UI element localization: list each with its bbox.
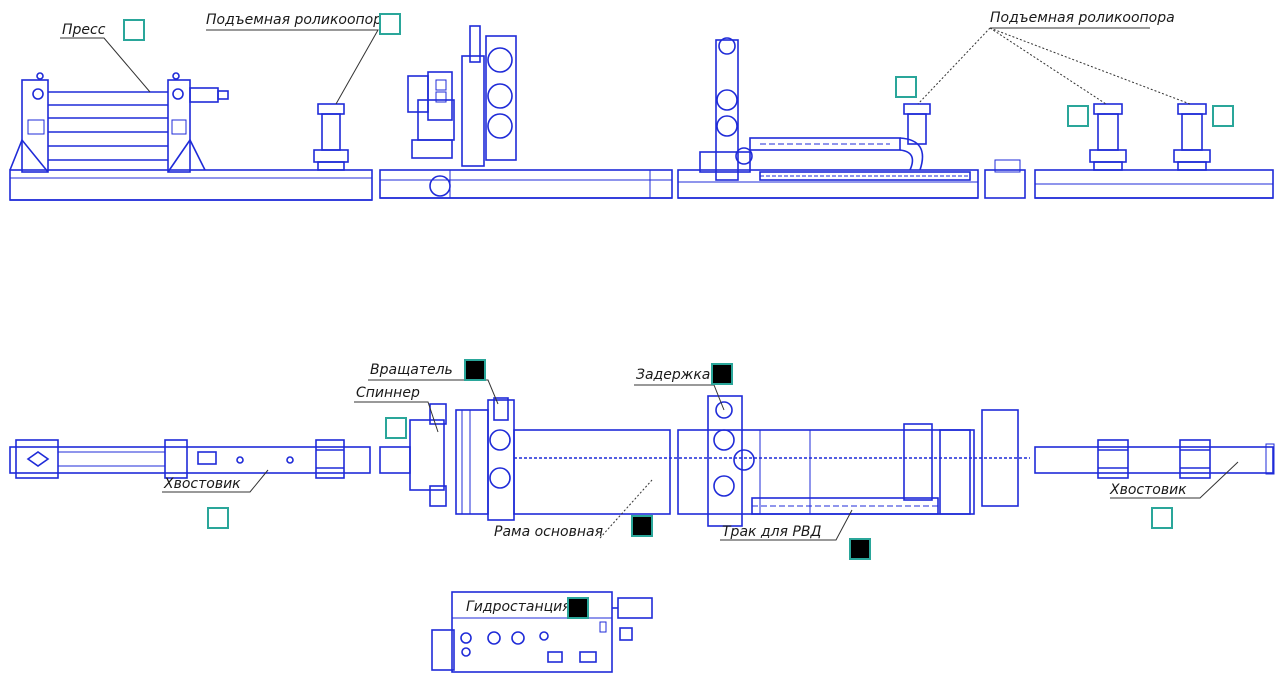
leader-spinner bbox=[354, 401, 439, 433]
tail-drawing-right bbox=[1034, 439, 1275, 479]
spinner-drawing bbox=[379, 403, 447, 507]
hose-track-drawing bbox=[751, 497, 939, 515]
marker-press[interactable] bbox=[123, 19, 145, 41]
leader-main-frame bbox=[599, 479, 653, 539]
status-markers bbox=[123, 13, 1234, 619]
leader-roller-right-c bbox=[989, 27, 1191, 105]
plan-view bbox=[9, 395, 1275, 673]
leader-tail-right bbox=[1110, 461, 1239, 499]
base-rail-segment-3 bbox=[677, 169, 979, 199]
hose-chain-side bbox=[749, 137, 971, 181]
leader-hose-track bbox=[720, 509, 853, 541]
leader-tail-left bbox=[162, 469, 269, 493]
delay-drawing bbox=[707, 395, 755, 527]
marker-hydraulic-station[interactable] bbox=[567, 597, 589, 619]
roller-support-drawing-1 bbox=[313, 103, 349, 171]
label-main-frame: Рама основная bbox=[494, 524, 603, 540]
marker-roller-support-3[interactable] bbox=[1067, 105, 1089, 127]
marker-tail-right[interactable] bbox=[1151, 507, 1173, 529]
label-delay: Задержка bbox=[636, 367, 710, 383]
leader-delay bbox=[634, 384, 725, 411]
rotator-drawing bbox=[455, 397, 515, 521]
leader-press bbox=[60, 37, 151, 93]
roller-support-drawing-3 bbox=[1089, 103, 1127, 171]
marker-rotator[interactable] bbox=[464, 359, 486, 381]
press-drawing bbox=[9, 72, 229, 173]
marker-tail-left[interactable] bbox=[207, 507, 229, 529]
marker-roller-support-2[interactable] bbox=[895, 76, 917, 98]
marker-hose-track[interactable] bbox=[849, 538, 871, 560]
marker-spinner[interactable] bbox=[385, 417, 407, 439]
leader-roller-left bbox=[206, 29, 379, 105]
label-tail-right: Хвостовик bbox=[1109, 482, 1187, 498]
marker-roller-support-1[interactable] bbox=[379, 13, 401, 35]
tail-drawing-left bbox=[9, 439, 371, 479]
base-rail-segment-4 bbox=[984, 159, 1026, 199]
marker-roller-support-4[interactable] bbox=[1212, 105, 1234, 127]
roller-support-drawing-2 bbox=[903, 103, 931, 145]
main-frame-drawing bbox=[513, 409, 1030, 515]
side-elevation-view bbox=[9, 25, 1274, 201]
label-roller-support-left: Подъемная роликоопора bbox=[206, 12, 391, 28]
base-rail-segment-1 bbox=[9, 169, 373, 201]
hydraulic-station-drawing bbox=[431, 591, 653, 673]
labels: Пресс Подъемная роликоопора Подъемная ро… bbox=[62, 10, 1187, 615]
label-rotator: Вращатель bbox=[370, 362, 453, 378]
delay-assembly-side bbox=[699, 37, 753, 181]
marker-main-frame[interactable] bbox=[631, 515, 653, 537]
leader-roller-right-a bbox=[917, 27, 991, 105]
base-rail-segment-5 bbox=[1034, 169, 1274, 199]
leader-rotator bbox=[368, 379, 499, 405]
roller-support-drawing-4 bbox=[1173, 103, 1211, 171]
label-hydraulic-station: Гидростанция bbox=[466, 599, 571, 615]
label-press: Пресс bbox=[62, 22, 106, 38]
base-rail-segment-2 bbox=[379, 169, 673, 199]
label-hose-track: Трак для РВД bbox=[722, 524, 821, 540]
label-tail-left: Хвостовик bbox=[163, 476, 241, 492]
label-spinner: Спиннер bbox=[356, 385, 420, 401]
leader-roller-right-b bbox=[989, 27, 1107, 105]
label-roller-support-right: Подъемная роликоопора bbox=[990, 10, 1175, 26]
leader-lines bbox=[60, 27, 1239, 541]
rotator-assembly-side bbox=[407, 25, 517, 197]
marker-delay[interactable] bbox=[711, 363, 733, 385]
